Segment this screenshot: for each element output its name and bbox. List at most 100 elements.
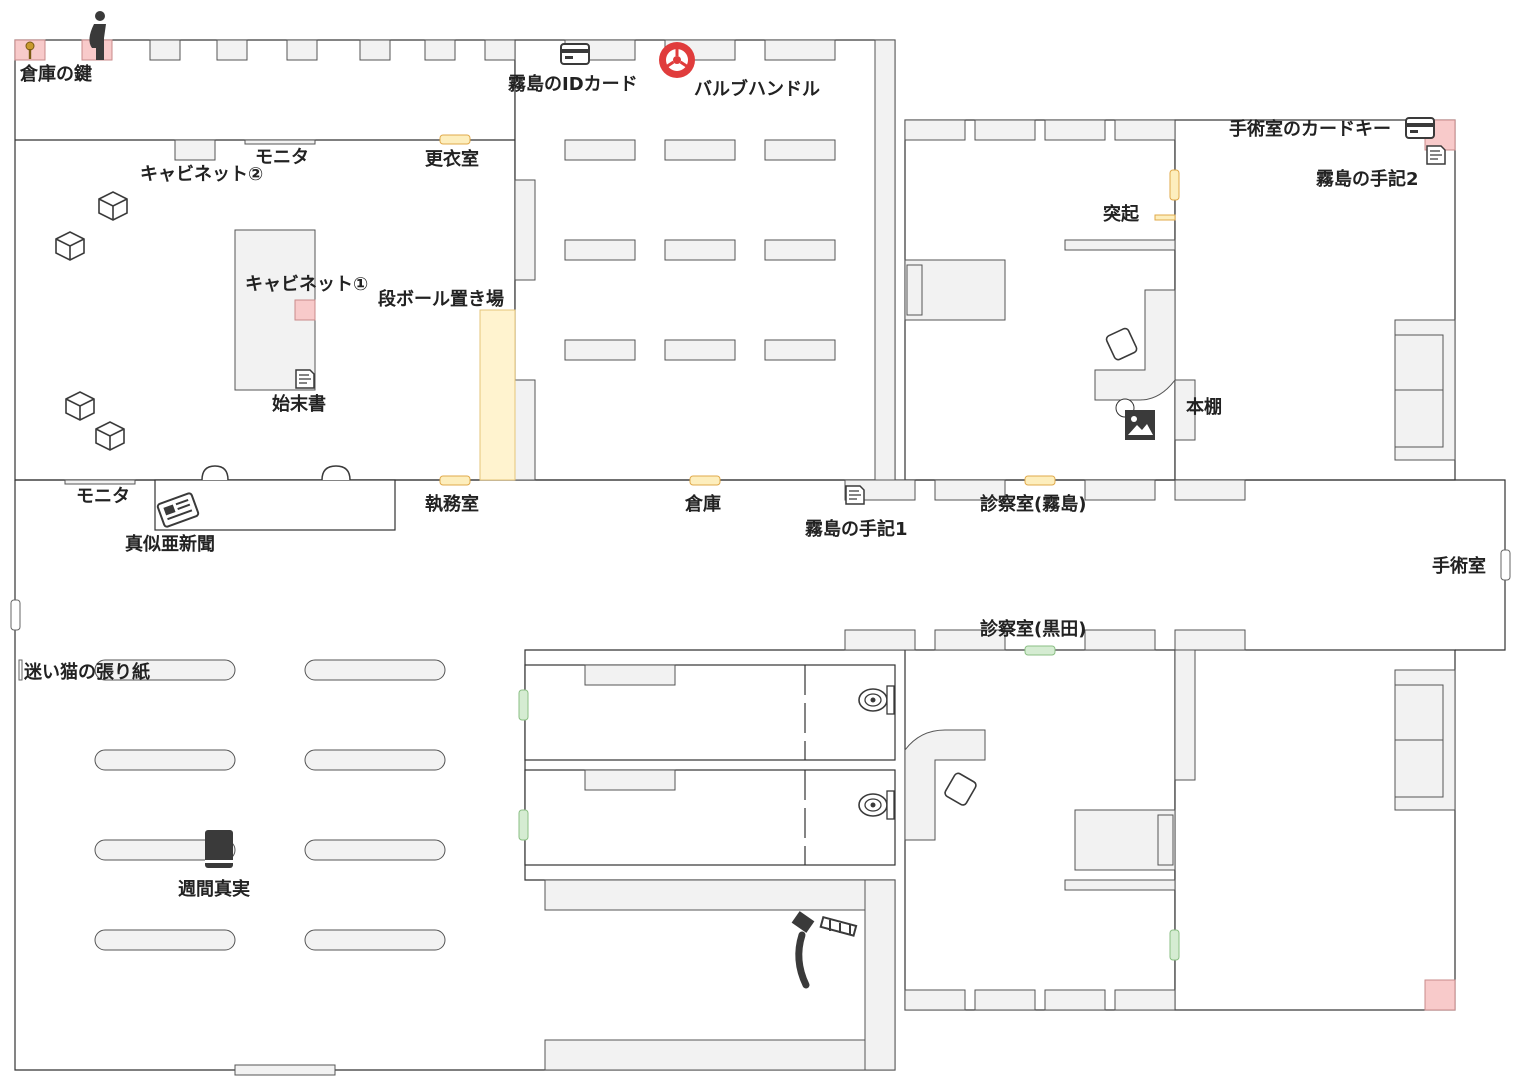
toilet-stall-1-wall — [524, 664, 896, 761]
label-kirishima-id-card: 霧島のIDカード — [508, 73, 638, 95]
chair-icon — [944, 772, 977, 806]
labels: 倉庫の鍵 霧島のIDカード バルブハンドル 手術室のカードキー 霧島の手記2 モ… — [19, 63, 1486, 900]
bookshelf — [1174, 379, 1196, 441]
exam-bed-kirishima-pillow — [906, 264, 923, 316]
newspaper-icon — [156, 492, 200, 528]
label-monitor-bottom: モニタ — [76, 486, 130, 507]
door-stall-1[interactable] — [518, 689, 529, 721]
cardboard-area — [479, 309, 516, 481]
lower-counter-bottom — [544, 1039, 866, 1071]
label-cabinet-1: キャビネット① — [245, 274, 368, 295]
chair-icon — [1105, 327, 1138, 361]
person-icon — [89, 11, 106, 60]
warehouse-right-shelf — [874, 39, 896, 481]
poster-mount — [18, 659, 23, 681]
ek-window-4 — [1114, 119, 1176, 141]
ku-window-1 — [904, 989, 966, 1011]
valve-handle-icon — [659, 42, 695, 78]
cabinet-1-marker — [294, 299, 316, 321]
lower-counter-right — [864, 879, 896, 1071]
box-icon — [55, 231, 85, 261]
corridor-fixture-2 — [934, 479, 1006, 501]
corridor-fixture-8 — [1174, 629, 1246, 651]
shelf-r3c1 — [564, 339, 636, 361]
sofa-lower-seat-2 — [1394, 739, 1444, 798]
label-monitor-top: モニタ — [255, 147, 309, 168]
label-cabinet-2: キャビネット② — [140, 164, 263, 185]
door-warehouse[interactable] — [689, 475, 721, 486]
icons — [25, 11, 1446, 989]
label-surgery-room: 手術室 — [1432, 555, 1486, 577]
door-office[interactable] — [439, 475, 471, 486]
toilet-icon — [858, 790, 895, 820]
sofa-lower-seat-1 — [1394, 684, 1444, 741]
door-locker-room[interactable] — [439, 134, 471, 145]
kuroda-counter — [1064, 879, 1176, 891]
exam-bed-kuroda-pillow — [1157, 814, 1174, 866]
stall-2-sink — [584, 769, 676, 791]
shelf-r3c3 — [764, 339, 836, 361]
shelf-r1c2 — [664, 139, 736, 161]
door-surgery-card-room[interactable] — [1169, 169, 1180, 201]
door-lower-right[interactable] — [1169, 929, 1180, 961]
walls — [14, 39, 1506, 1071]
label-office: 執務室 — [425, 493, 479, 515]
door-exam-kirishima[interactable] — [1024, 475, 1056, 486]
shelf-r1c3 — [764, 139, 836, 161]
door-exam-kuroda[interactable] — [1024, 645, 1056, 656]
warehouse-left-shelf-1 — [514, 179, 536, 281]
warehouse-left-shelf-2 — [514, 379, 536, 481]
label-fake-newspaper: 真似亜新聞 — [125, 533, 215, 555]
window-5 — [424, 39, 456, 61]
corridor-fixture-6 — [934, 629, 1006, 651]
id-card-icon — [560, 43, 590, 65]
door-surgery-room[interactable] — [1500, 549, 1511, 581]
key-icon — [25, 41, 35, 59]
ek-window-1 — [904, 119, 966, 141]
note-icon — [845, 485, 865, 505]
window-1 — [149, 39, 181, 61]
shelf-r2c1 — [564, 239, 636, 261]
corridor-fixture-4 — [1174, 479, 1246, 501]
door-stall-2[interactable] — [518, 809, 529, 841]
bench-1 — [94, 659, 236, 681]
shelf-r2c2 — [664, 239, 736, 261]
note-icon — [295, 369, 315, 389]
ku-window-2 — [974, 989, 1036, 1011]
ku-window-3 — [1044, 989, 1106, 1011]
bench-8 — [304, 929, 446, 951]
bench-4 — [304, 749, 446, 771]
doors — [10, 134, 1511, 961]
label-weekly-truth: 週間真実 — [178, 878, 250, 900]
bench-7 — [94, 929, 236, 951]
chair-icon — [201, 465, 229, 481]
monitor-bottom — [64, 479, 136, 485]
box-icon — [98, 191, 128, 221]
ek-window-3 — [1044, 119, 1106, 141]
exam-desk-kuroda — [904, 729, 986, 841]
shelf-r2c3 — [764, 239, 836, 261]
corridor-fixture-5 — [844, 629, 916, 651]
window-4 — [359, 39, 391, 61]
furniture — [14, 39, 1456, 1076]
label-apology-letter: 始末書 — [272, 393, 326, 415]
bench-3 — [94, 749, 236, 771]
shelf-r3c2 — [664, 339, 736, 361]
image-icon — [1125, 410, 1155, 440]
sofa-upper-seat-2 — [1394, 389, 1444, 448]
corridor-fixture-3 — [1084, 479, 1156, 501]
book-icon — [205, 830, 233, 868]
corridor-fixture-7 — [1084, 629, 1156, 651]
door-west-exit[interactable] — [10, 599, 21, 631]
label-valve-handle: バルブハンドル — [694, 78, 820, 100]
window-6 — [484, 39, 516, 61]
protrusion[interactable] — [1154, 214, 1176, 221]
label-surgery-card-key: 手術室のカードキー — [1229, 118, 1391, 140]
window-2 — [216, 39, 248, 61]
label-exam-room-kuroda: 診察室(黒田) — [980, 618, 1086, 640]
lower-right-marker — [1424, 979, 1456, 1011]
shelf-r1c1 — [564, 139, 636, 161]
crane-icon — [791, 911, 858, 989]
bench-6 — [304, 839, 446, 861]
ku-window-4 — [1114, 989, 1176, 1011]
